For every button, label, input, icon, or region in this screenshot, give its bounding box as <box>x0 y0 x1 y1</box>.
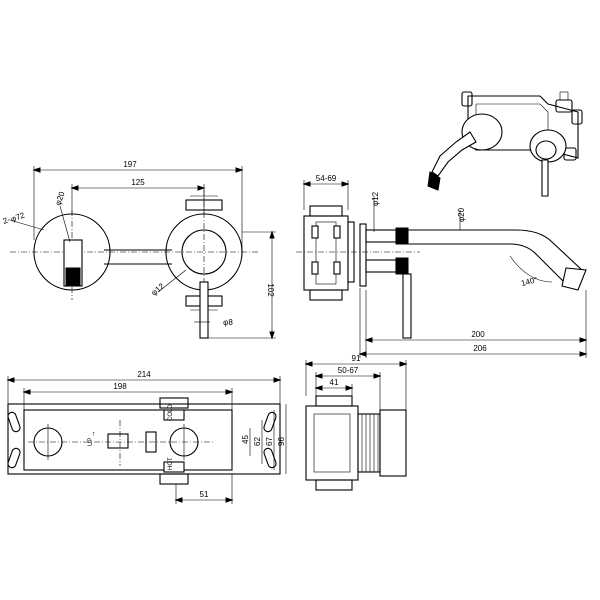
dim-box-h3: 67 <box>265 437 274 446</box>
dim-front-width: 197 <box>123 160 137 169</box>
box-front-view: COLD HOT UP ↑ 214 198 45 62 67 96 51 <box>6 370 287 504</box>
isometric-view <box>427 91 583 197</box>
dim-box-offset: 51 <box>200 490 209 499</box>
dim-box-h1: 45 <box>241 435 250 444</box>
dim-plate-count: 2- <box>2 215 12 226</box>
dim-box-side-front: 41 <box>330 378 339 387</box>
label-up-arrow: ↑ <box>92 431 96 438</box>
dim-plate-dia: φ72 <box>10 210 27 223</box>
dim-spout-dia: φ20 <box>53 190 66 207</box>
dim-spout-reach: 200 <box>471 330 485 339</box>
dim-side-depth: 54-69 <box>316 174 337 183</box>
front-view: 197 125 102 φ20 2- φ72 φ12 φ8 <box>2 160 276 340</box>
dim-front-spacing: 125 <box>131 178 145 187</box>
dim-box-h2: 62 <box>253 437 262 446</box>
dim-box-inner: 198 <box>113 382 127 391</box>
dim-box-side-range: 50-67 <box>338 366 359 375</box>
dim-spout-total: 206 <box>473 344 487 353</box>
dim-lever-dia: φ8 <box>223 318 233 327</box>
dim-side-handle-dia: φ12 <box>371 191 380 206</box>
thread-lines <box>361 414 379 472</box>
label-hot: HOT <box>168 457 174 470</box>
dim-box-width: 214 <box>137 370 151 379</box>
side-view: 54-69 φ12 φ20 140° 200 206 <box>296 174 588 358</box>
dim-front-height: 102 <box>266 283 275 297</box>
box-side-view: 91 50-67 41 <box>304 354 408 491</box>
label-cold: COLD <box>168 404 174 421</box>
dim-spout-angle: 140° <box>520 275 538 288</box>
dim-side-spout-dia: φ20 <box>457 207 466 222</box>
dim-box-h4: 96 <box>277 437 286 446</box>
dim-box-side-total: 91 <box>352 354 361 363</box>
label-up: UP <box>88 438 94 446</box>
dim-handle-dia: φ12 <box>150 281 167 297</box>
